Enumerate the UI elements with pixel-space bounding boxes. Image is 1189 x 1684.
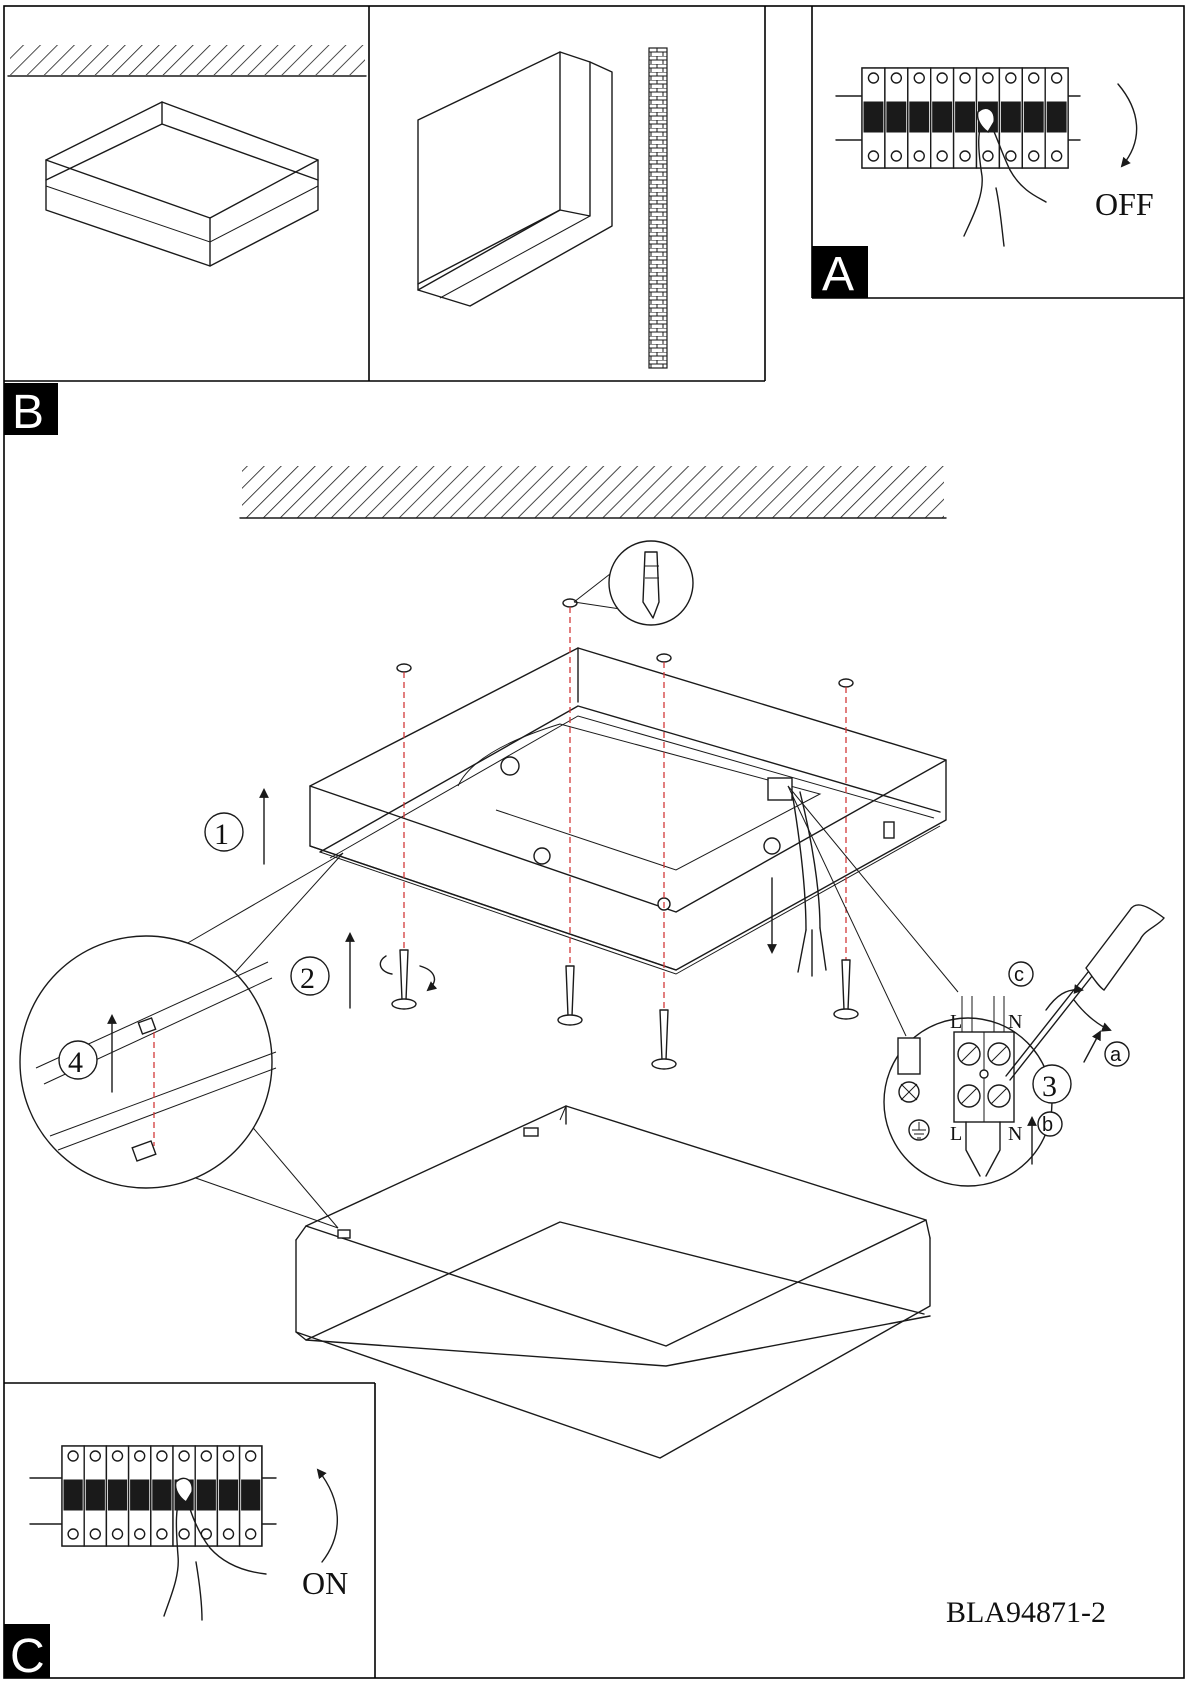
step-2: 2: [290, 932, 355, 1009]
breaker-module-icon: [1021, 67, 1046, 169]
terminal-screw-icon: [987, 1084, 1011, 1108]
breaker-module-icon: [61, 1445, 85, 1547]
breaker-module-icon: [884, 67, 909, 169]
terminal-screw-icon: [957, 1042, 981, 1066]
earth-icon: [908, 1119, 930, 1141]
breaker-module-icon: [216, 1445, 241, 1547]
clip-detail-callout: 4: [19, 852, 344, 1229]
ceiling-hatch: [242, 466, 944, 518]
breaker-module-icon: [952, 67, 978, 169]
base-plate: [309, 647, 947, 975]
breaker-module-icon: [105, 1445, 130, 1547]
screw-icon: [557, 965, 583, 1026]
breaker-module-icon: [907, 67, 932, 169]
wire-label-top-l: L: [950, 1011, 962, 1033]
step-1-number: 1: [214, 818, 229, 851]
panel-b-badge: [4, 383, 58, 435]
callout-b: b: [1042, 1114, 1053, 1136]
wall-plug-icon: [642, 551, 660, 619]
screws: [379, 949, 859, 1070]
supply-cable: [791, 791, 827, 977]
wire-label-top-n: N: [1008, 1011, 1022, 1033]
breaker-module-icon: [83, 1445, 108, 1547]
rotate-off-arrow-icon: [1117, 83, 1138, 168]
screw-icon: [833, 959, 859, 1020]
breaker-module-icon: [150, 1445, 174, 1547]
lamp-diffuser: [295, 1105, 931, 1459]
on-label: ON: [302, 1565, 348, 1601]
callout-a: a: [1110, 1044, 1122, 1066]
breaker-module-icon: [238, 1445, 263, 1547]
breaker-module-icon: [127, 1445, 152, 1547]
wiring-detail-callout: L N L N 3: [787, 785, 1072, 1187]
step-1: 1: [204, 788, 269, 865]
breaker-module-icon: [1044, 67, 1069, 169]
terminal-screw-icon: [957, 1084, 981, 1108]
hand-icon: [963, 107, 1047, 247]
panel-b-label: B: [12, 386, 44, 439]
ceiling-mount-view: [7, 45, 367, 267]
breaker-strip-icon: [29, 1445, 277, 1547]
guide-lines: [403, 607, 847, 1010]
terminal-screw-icon: [987, 1042, 1011, 1066]
mounting-diagram: 1 2: [19, 466, 1165, 1459]
drill-holes: [396, 598, 854, 688]
panel-c-label: C: [10, 1630, 45, 1683]
screw-icon: [651, 1009, 677, 1070]
wire-label-bottom-n: N: [1008, 1123, 1022, 1145]
panel-a-breaker-off: OFF A: [812, 67, 1154, 301]
breaker-module-icon: [194, 1445, 219, 1547]
breaker-module-icon: [930, 67, 955, 169]
panel-c-breaker-on: ON C: [4, 1445, 348, 1683]
wall-mount-view: [417, 47, 668, 369]
breaker-strip-icon: [835, 67, 1081, 169]
breaker-module-icon: [861, 67, 886, 169]
step-2-number: 2: [300, 962, 315, 995]
part-number: BLA94871-2: [946, 1596, 1106, 1629]
wall-plug-callout: [573, 540, 694, 626]
screwdriver-icon: [1005, 904, 1165, 1081]
wiring-callouts: c a b: [1008, 961, 1130, 1137]
panel-a-badge: [812, 246, 868, 298]
step-3-number: 3: [1042, 1070, 1057, 1103]
off-label: OFF: [1095, 186, 1154, 222]
panel-a-label: A: [822, 248, 854, 301]
rotate-on-arrow-icon: [316, 1468, 339, 1563]
panel-c-badge: [4, 1624, 50, 1678]
screw-icon: [391, 949, 417, 1010]
callout-c: c: [1014, 964, 1024, 986]
rotate-screw-arrow-icon: [419, 965, 438, 992]
wire-label-bottom-l: L: [950, 1123, 962, 1145]
hand-icon: [163, 1477, 267, 1621]
step-4-number: 4: [68, 1046, 83, 1079]
